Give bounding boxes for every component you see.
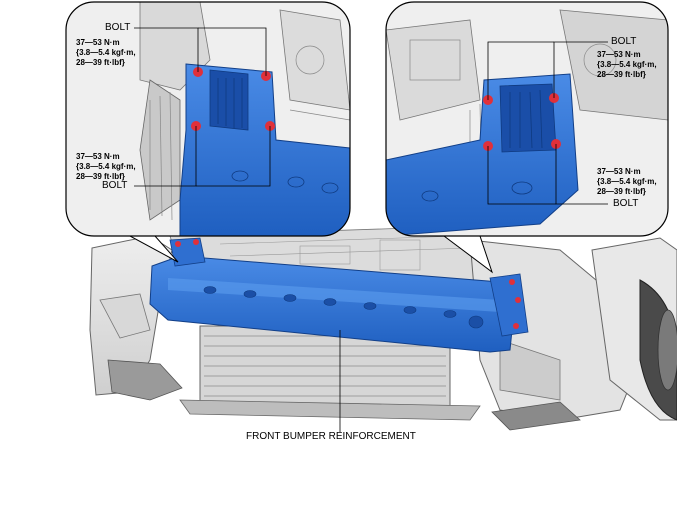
left-top-torque-spec: 37—53 N·m {3.8—5.4 kgf·m, 28—39 ft·lbf}: [76, 38, 136, 68]
torque-line-1: 37—53 N·m: [597, 167, 641, 176]
torque-line-2: {3.8—5.4 kgf·m,: [597, 177, 657, 186]
left-top-bolt-label: BOLT: [105, 22, 131, 33]
torque-line-3: 28—39 ft·lbf}: [76, 172, 125, 181]
left-detail-callout: [65, 1, 351, 263]
torque-line-3: 28—39 ft·lbf}: [597, 70, 646, 79]
torque-line-3: 28—39 ft·lbf}: [597, 187, 646, 196]
torque-line-2: {3.8—5.4 kgf·m,: [597, 60, 657, 69]
left-bottom-bolt-label: BOLT: [102, 180, 128, 191]
right-top-bolt-label: BOLT: [611, 36, 637, 47]
bolt-marker-icon: [175, 239, 521, 329]
right-bottom-torque-spec: 37—53 N·m {3.8—5.4 kgf·m, 28—39 ft·lbf}: [597, 167, 657, 197]
torque-line-3: 28—39 ft·lbf}: [76, 58, 125, 67]
front-bumper-reinforcement-caption: FRONT BUMPER REINFORCEMENT: [246, 431, 416, 442]
torque-line-2: {3.8—5.4 kgf·m,: [76, 162, 136, 171]
torque-line-2: {3.8—5.4 kgf·m,: [76, 48, 136, 57]
right-bottom-bolt-label: BOLT: [613, 198, 639, 209]
torque-line-1: 37—53 N·m: [76, 152, 120, 161]
right-top-torque-spec: 37—53 N·m {3.8—5.4 kgf·m, 28—39 ft·lbf}: [597, 50, 657, 80]
right-detail-callout: [385, 1, 669, 274]
front-bumper-reinforcement-beam: [149, 237, 529, 353]
torque-line-1: 37—53 N·m: [597, 50, 641, 59]
torque-line-1: 37—53 N·m: [76, 38, 120, 47]
left-bottom-torque-spec: 37—53 N·m {3.8—5.4 kgf·m, 28—39 ft·lbf}: [76, 152, 136, 182]
